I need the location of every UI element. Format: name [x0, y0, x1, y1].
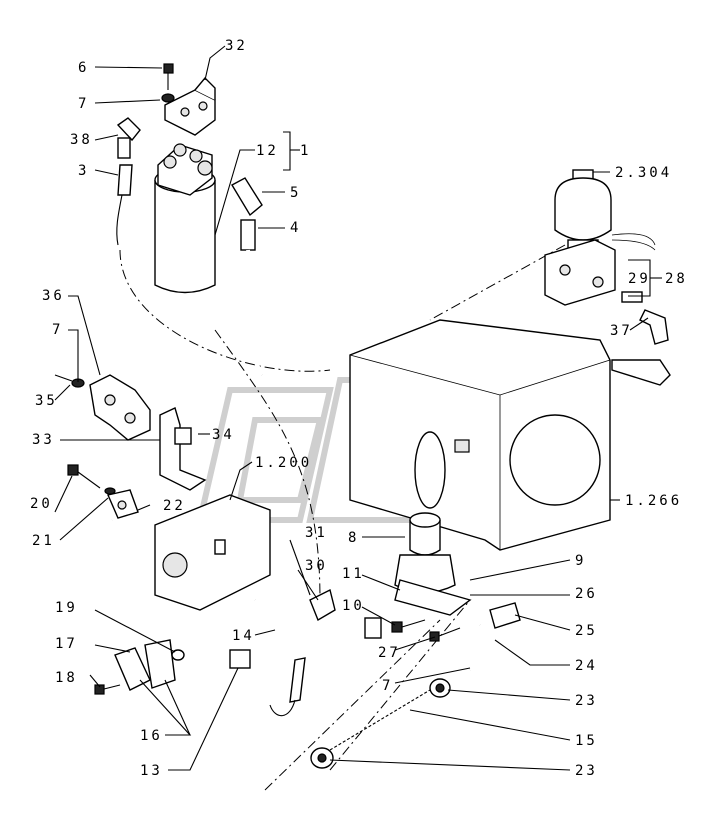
callout-24: 24: [575, 658, 598, 674]
bolt-18: [94, 684, 121, 695]
callout-7: 7: [78, 96, 89, 112]
flange-25: [489, 602, 521, 629]
callout-23-top: 23: [575, 693, 598, 709]
callout-3: 3: [78, 163, 89, 179]
filter-8: [394, 512, 472, 616]
callout-2-304: 2.304: [615, 165, 672, 181]
callout-26: 26: [575, 586, 598, 602]
callout-25: 25: [575, 623, 598, 639]
callout-14: 14: [232, 628, 255, 644]
transmission-housing-1-266: [349, 319, 611, 551]
callout-7b: 7: [52, 322, 63, 338]
callout-37: 37: [610, 323, 633, 339]
callout-1-266: 1.266: [625, 493, 682, 509]
callout-33: 33: [32, 432, 55, 448]
pump-1-200: [154, 494, 271, 611]
callout-9: 9: [575, 553, 586, 569]
accumulator-2-304: [554, 169, 656, 257]
routing-lines: [119, 244, 566, 791]
callout-11: 11: [342, 566, 365, 582]
callout-12: 12: [256, 143, 279, 159]
fitting-29: [621, 291, 643, 303]
callout-5: 5: [290, 185, 301, 201]
hose-31: [269, 657, 306, 717]
callout-16: 16: [140, 728, 163, 744]
bracket-34: [159, 407, 207, 491]
callout-13: 13: [140, 763, 163, 779]
fitting-5: [231, 177, 263, 217]
elbow-37: [639, 309, 669, 345]
callout-17: 17: [55, 636, 78, 652]
clamp-16: [114, 639, 176, 691]
callout-1-200: 1.200: [255, 455, 312, 471]
callout-31: 31: [305, 525, 328, 541]
callout-32: 32: [225, 38, 248, 54]
bolt-6: [163, 63, 174, 90]
callout-19: 19: [55, 600, 78, 616]
callout-38: 38: [70, 132, 93, 148]
leader-lines: [54, 45, 662, 771]
callout-8: 8: [348, 530, 359, 546]
callout-35: 35: [35, 393, 58, 409]
callout-6: 6: [78, 60, 89, 76]
ring-23-bottom: [310, 747, 334, 769]
washer-7: [161, 93, 175, 103]
callout-21: 21: [32, 533, 55, 549]
pipe-14: [251, 598, 383, 661]
bolt-20: [67, 464, 101, 489]
callout-7c: 7: [382, 678, 393, 694]
elbow-24: [467, 621, 494, 675]
callout-27: 27: [378, 645, 401, 661]
pipe-to-housing: [611, 359, 671, 386]
flange-22: [107, 489, 139, 519]
bolt-10: [391, 619, 426, 633]
bolt-27: [429, 627, 461, 642]
callout-34: 34: [212, 427, 235, 443]
bracket-32: [164, 76, 216, 136]
callout-22: 22: [163, 498, 186, 514]
nut-19: [171, 649, 185, 661]
callout-23-bottom: 23: [575, 763, 598, 779]
strainer-15: [329, 689, 431, 751]
filter-1: [154, 143, 216, 294]
callout-20: 20: [30, 496, 53, 512]
bolt-35: [54, 374, 85, 388]
callout-10: 10: [342, 598, 365, 614]
callout-4: 4: [290, 220, 301, 236]
callout-36: 36: [42, 288, 65, 304]
callout-1: 1: [300, 143, 311, 159]
callout-18: 18: [55, 670, 78, 686]
callout-30: 30: [305, 558, 328, 574]
callout-29: 29: [628, 271, 651, 287]
valve-block-28: [544, 239, 616, 306]
hose-3: [116, 164, 133, 246]
callout-15: 15: [575, 733, 598, 749]
callout-28: 28: [665, 271, 688, 287]
callout-labels: 32 6 7 38 3 12 1 5 4 2.304 29 28 37 36 7…: [30, 38, 688, 779]
hose-4: [240, 219, 264, 376]
ring-23-top: [429, 678, 451, 698]
bracket-36: [89, 374, 151, 441]
fitting-38: [116, 117, 141, 159]
pipe-13: [105, 518, 251, 669]
